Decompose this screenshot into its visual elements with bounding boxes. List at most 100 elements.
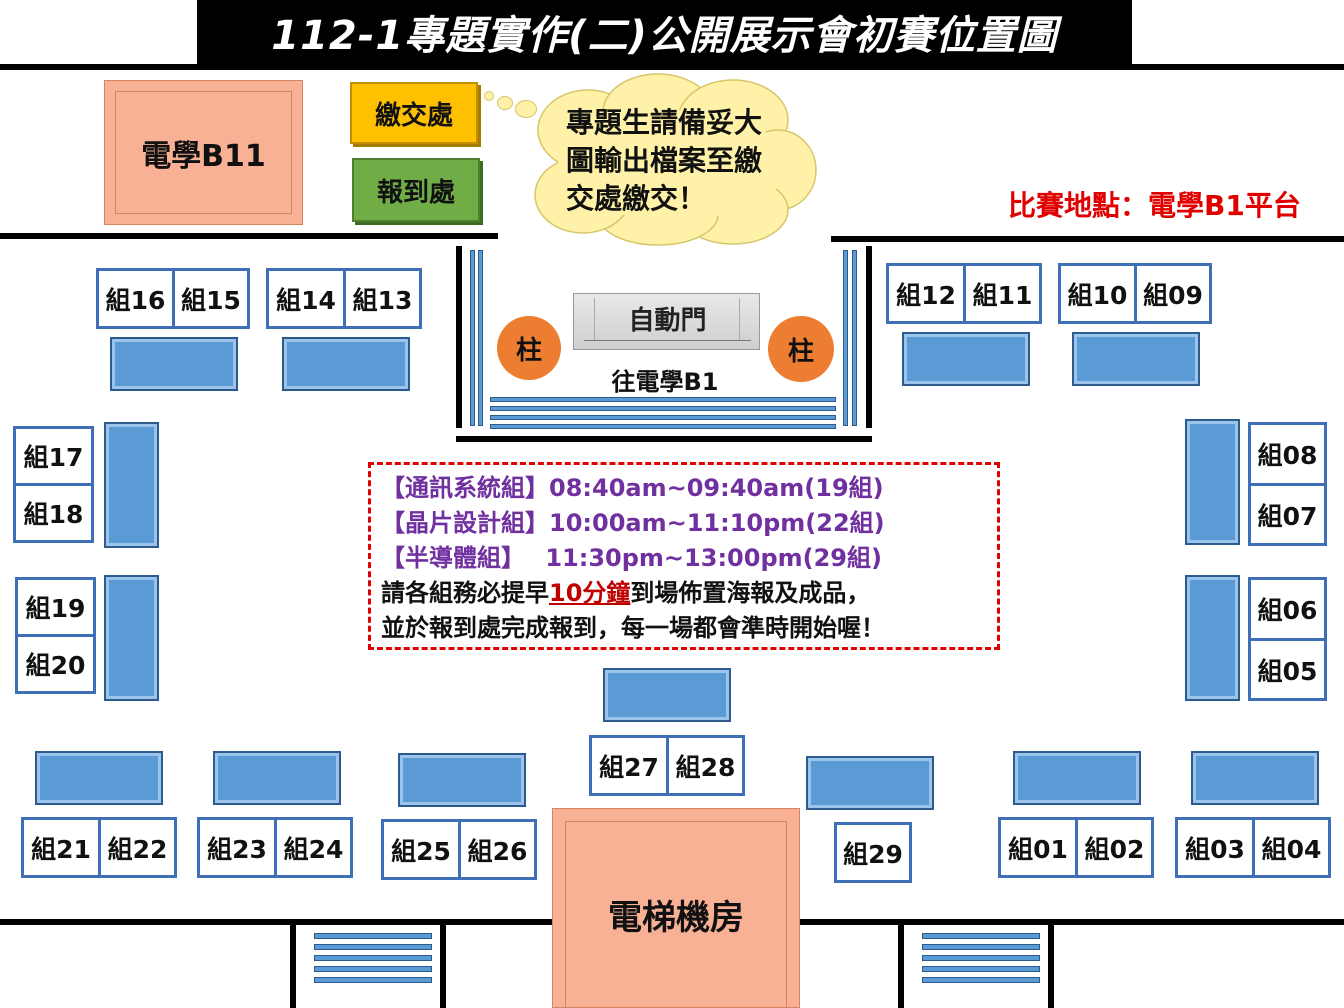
auto-door: 自動門 [573,293,760,350]
group-07: 組07 [1248,483,1327,546]
group-03: 組03 [1175,817,1255,878]
schedule-box: 【通訊系統組】08:40am~09:40am(19組) 【晶片設計組】10:00… [368,462,1000,650]
group-pair-14-13: 組14 組13 [266,268,422,329]
pillar-right: 柱 [768,316,834,382]
table-group-03-04 [1191,751,1319,805]
stair-step-4 [490,424,836,429]
group-20: 組20 [15,634,96,694]
stair-step-1 [490,397,836,402]
pillar-left: 柱 [497,316,561,380]
stair-left-step-5 [314,977,432,983]
room-elevator: 電梯機房 [552,808,800,1008]
table-group-10-09 [1072,332,1200,386]
group-pair-16-15: 組16 組15 [96,268,250,329]
auto-door-label: 自動門 [628,306,707,336]
wall-upper-right [831,236,1344,242]
thought-bubble-dot-small [484,91,494,101]
group-10: 組10 [1058,263,1137,324]
schedule-comm: 【通訊系統組】08:40am~09:40am(19組) [381,474,884,502]
notice-line-2: 並於報到處完成報到，每一場都會準時開始喔！ [381,614,885,642]
group-pair-12-11: 組12 組11 [886,263,1042,324]
table-group-12-11 [902,332,1030,386]
group-21: 組21 [21,817,101,878]
group-02: 組02 [1075,817,1154,878]
stair-rail-left-1 [470,250,475,426]
group-19: 組19 [15,577,96,637]
group-pair-27-28: 組27 組28 [589,735,745,796]
group-15: 組15 [172,268,250,329]
cloud-text: 專題生請備妥大 圖輸出檔案至繳 交處繳交！ [566,104,806,218]
group-28: 組28 [666,735,745,796]
group-23: 組23 [197,817,277,878]
table-group-27-28 [603,668,731,722]
group-pair-25-26: 組25 組26 [381,819,537,880]
group-pair-21-22: 組21 組22 [21,817,177,878]
venue-label: 比賽地點：電學B1平台 [1008,189,1301,222]
stair-left-step-1 [314,933,432,939]
group-22: 組22 [98,817,177,878]
stair-wall-bottom [456,436,872,442]
notice-emphasis: 10分鐘 [549,579,631,607]
group-08: 組08 [1248,422,1327,486]
group-01: 組01 [998,817,1078,878]
table-group-01-02 [1013,751,1141,805]
stair-rail-left-2 [478,250,483,426]
group-pair-10-09: 組10 組09 [1058,263,1212,324]
group-24: 組24 [274,817,353,878]
group-27: 組27 [589,735,669,796]
room-b11: 電學B11 [104,80,303,225]
group-13: 組13 [343,268,422,329]
table-group-14-13 [282,337,410,391]
auto-door-line [584,340,751,341]
notice-suffix: 到場佈置海報及成品， [630,579,871,607]
group-17: 組17 [13,426,94,486]
auto-door-edge-right [739,298,740,340]
table-group-06-05 [1185,575,1240,701]
table-group-19-20 [104,575,159,701]
group-12: 組12 [886,263,966,324]
stairwell-left [290,925,446,1008]
cloud-line-2: 圖輸出檔案至繳 [566,144,763,177]
thought-cloud [534,73,817,246]
room-b11-label: 電學B11 [115,91,292,214]
stair-left-step-2 [314,944,432,950]
stair-rail-right-1 [843,250,848,426]
notice-prefix: 請各組務必提早 [381,579,549,607]
table-group-23-24 [213,751,341,805]
stair-rail-right-2 [852,250,857,426]
table-group-08-07 [1185,419,1240,545]
group-14: 組14 [266,268,346,329]
stair-right-step-3 [922,955,1040,961]
room-elevator-label: 電梯機房 [565,821,787,1007]
table-group-16-15 [110,337,238,391]
schedule-content: 【通訊系統組】08:40am~09:40am(19組) 【晶片設計組】10:00… [381,471,993,646]
auto-door-edge-left [594,298,595,340]
stair-left-step-3 [314,955,432,961]
thought-bubble-dot-large [515,100,537,118]
group-04: 組04 [1252,817,1331,878]
group-09: 組09 [1134,263,1212,324]
table-group-29 [806,756,934,810]
cloud-line-1: 專題生請備妥大 [566,106,763,139]
stair-step-3 [490,415,836,420]
schedule-semi: 【半導體組】 11:30pm~13:00pm(29組) [381,544,882,572]
stairwell-right [898,925,1054,1008]
stair-wall-right [866,246,872,428]
wall-top [0,64,1344,70]
stair-step-2 [490,406,836,411]
stair-right-step-2 [922,944,1040,950]
wall-bottom-right [800,919,1344,925]
table-group-21-22 [35,751,163,805]
cloud-line-3: 交處繳交！ [566,182,707,215]
stair-wall-left [456,246,462,428]
wall-upper-left [0,233,498,239]
table-group-17-18 [104,422,159,548]
schedule-chip: 【晶片設計組】10:00am~11:10pm(22組) [381,509,885,537]
group-16: 組16 [96,268,175,329]
group-25: 組25 [381,819,461,880]
thought-bubble-dot-medium [497,96,513,110]
group-11: 組11 [963,263,1042,324]
group-06: 組06 [1248,577,1327,641]
group-29: 組29 [834,822,912,883]
stair-left-step-4 [314,966,432,972]
